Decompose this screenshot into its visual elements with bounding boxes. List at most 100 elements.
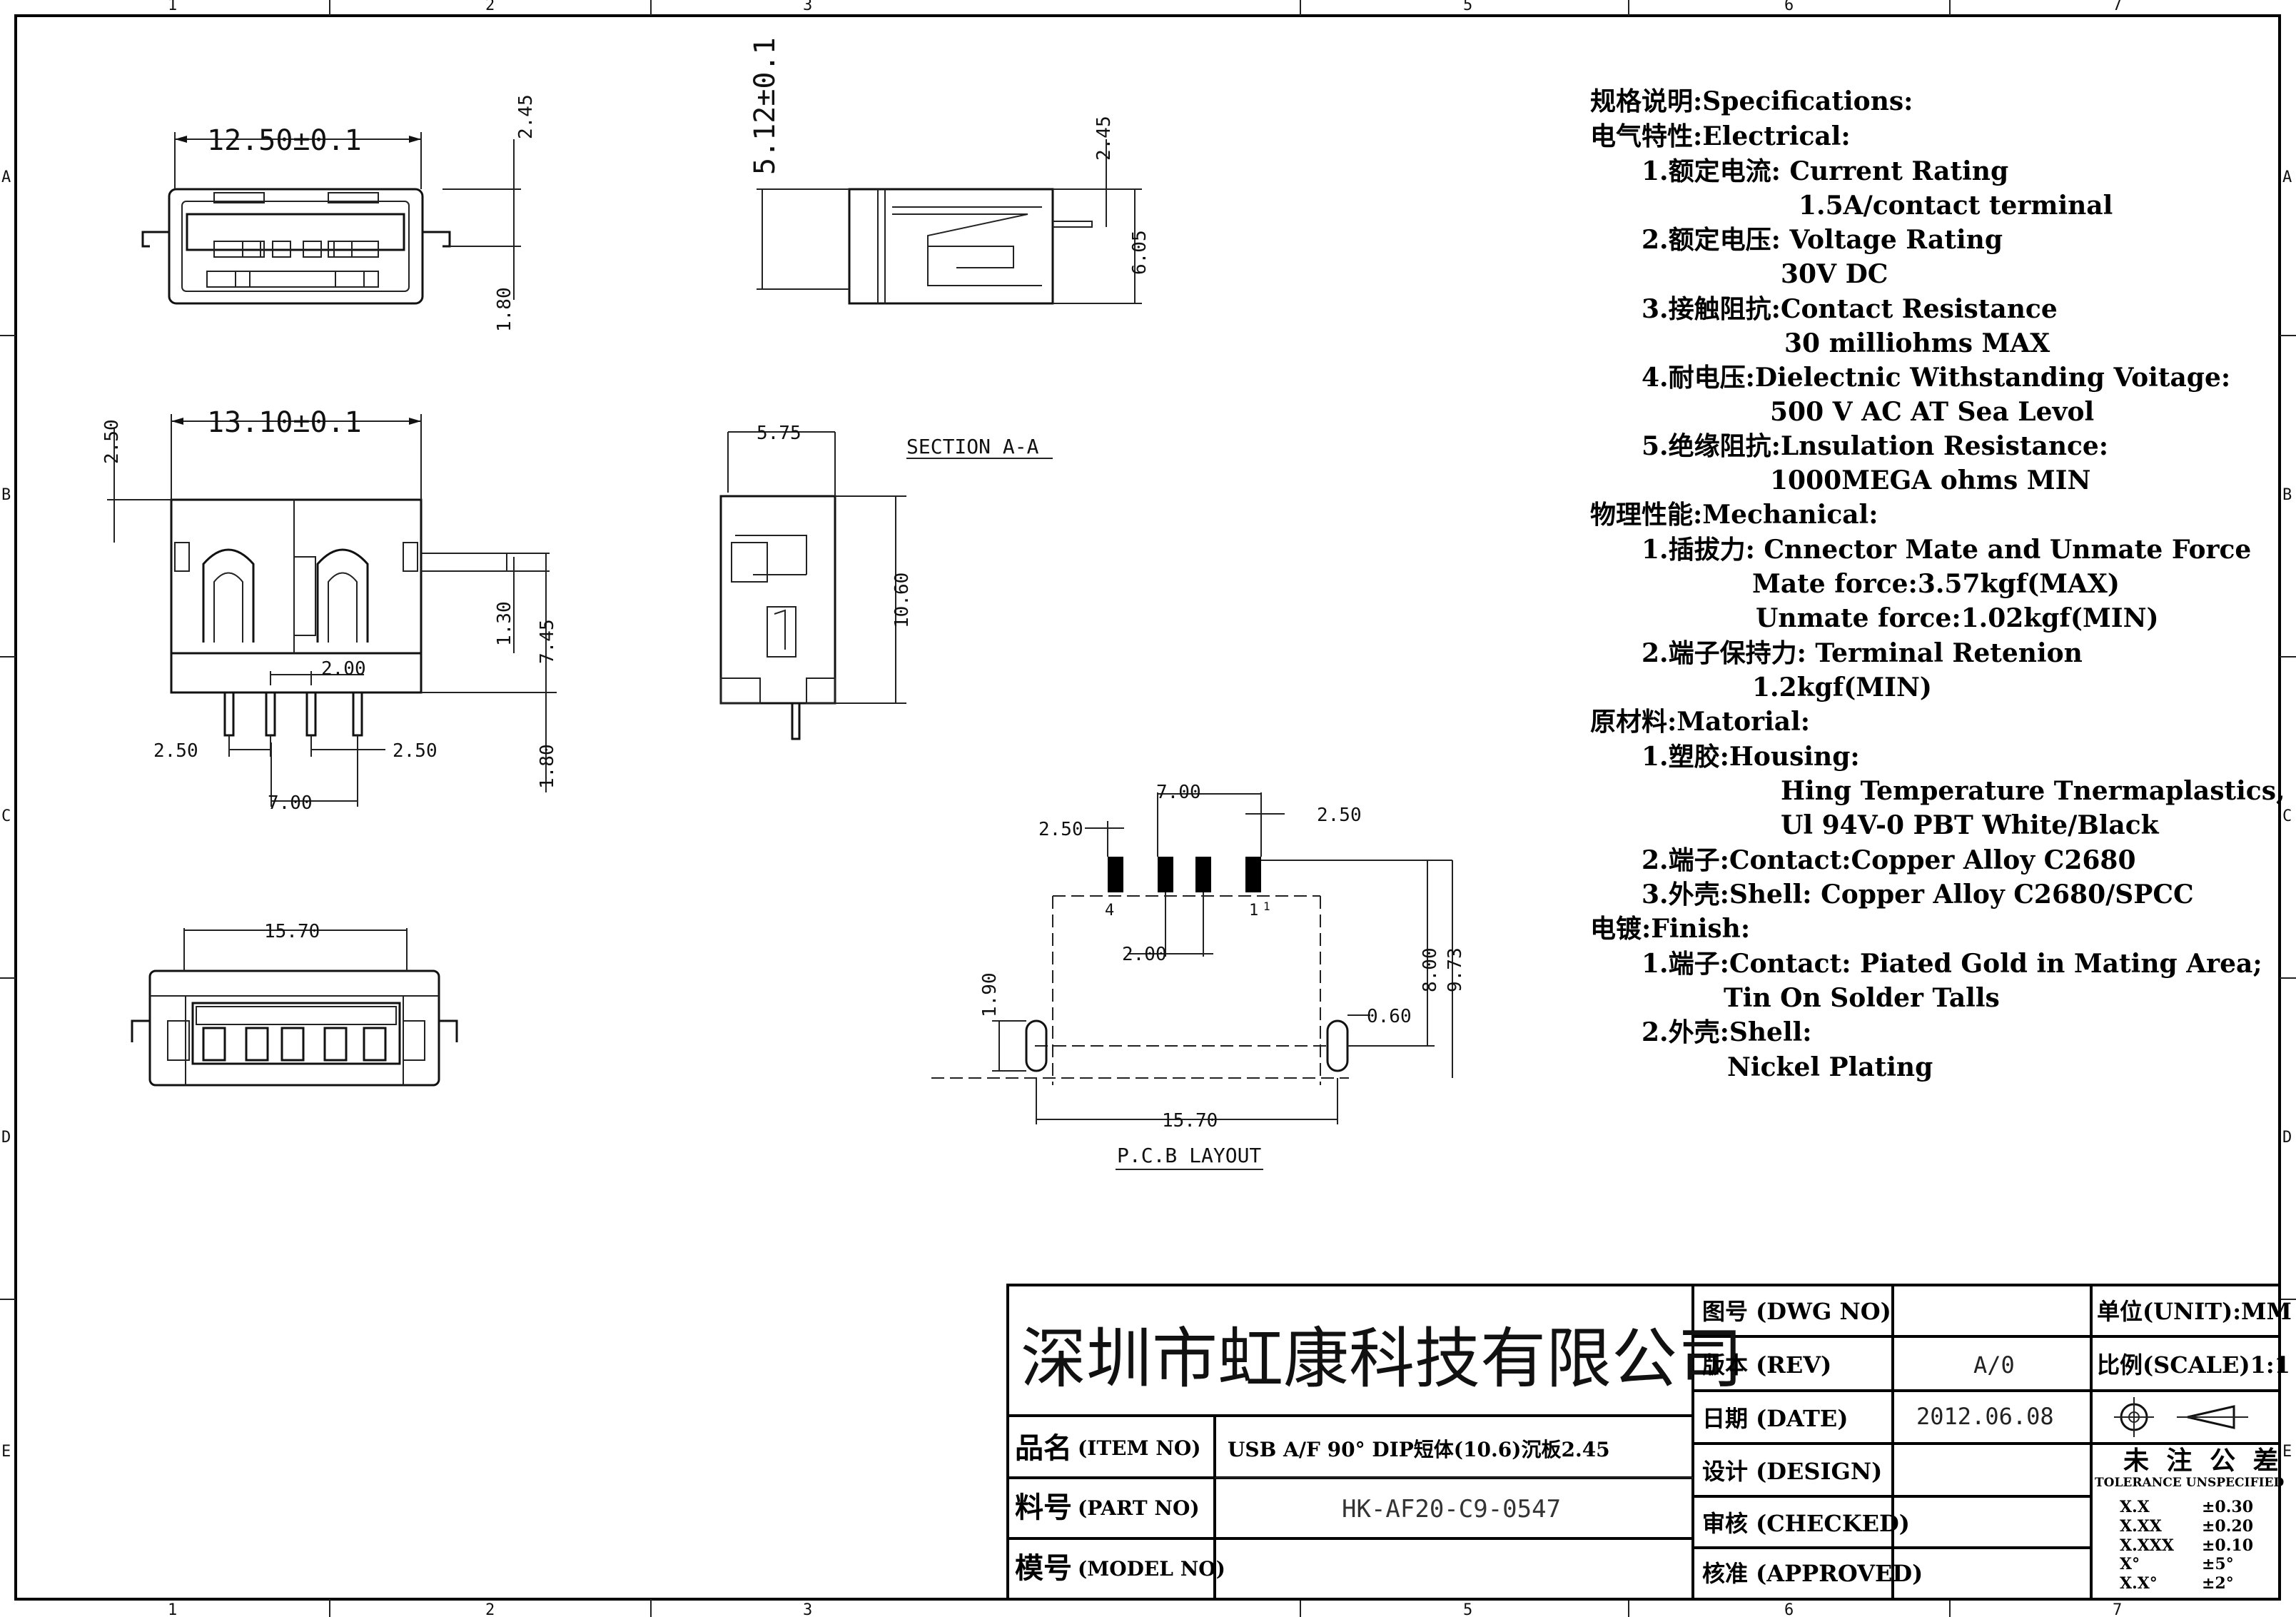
pin-label-right: 1 [1249,902,1258,920]
tolerance-key: X.XX [2120,1517,2163,1536]
ruler-label: B [2282,486,2292,504]
ruler-label: 1 [168,0,177,14]
ruler-label: C [1,807,11,825]
spec-line: 1.端子:Contact: Piated Gold in Mating Area… [1642,949,2262,979]
ruler-label: 7 [2113,1601,2122,1617]
spec-line: 3.接触阻抗:Contact Resistance [1642,294,2058,324]
dim-pcb-depth1: 8.00 [1420,947,1441,992]
pcb-pad [1108,857,1123,892]
spec-line: 2.端子保持力: Terminal Retenion [1642,638,2083,668]
tolerance-value: ±0.10 [2202,1536,2253,1555]
tolerance-key: X° [2120,1555,2140,1573]
dim-pcb-depth2: 9.73 [1445,947,1466,992]
ruler-label: E [2282,1443,2292,1461]
dwg-no-label: 图号 (DWG NO) [1702,1298,1891,1325]
tolerance-sub: TOLERANCE UNSPECIFIED [2095,1476,2284,1490]
pcb-slot [1025,1019,1048,1072]
dim-pcb-pitch-mid: 2.00 [1122,944,1167,965]
spec-line: 1.额定电流: Current Rating [1642,156,2008,186]
dim-top-d4: 1.80 [537,744,558,789]
dim-front-width: 12.50±0.1 [207,124,362,157]
title-block: 深圳市虹康科技有限公司 品名 (ITEM NO) USB A/F 90° DIP… [1006,1284,2292,1601]
part-no-en: (PART NO) [1078,1496,1200,1520]
dim-top-d2: 1.30 [494,601,515,646]
spec-line: Mate force:3.57kgf(MAX) [1752,569,2120,599]
dim-top-pitch-right: 2.50 [393,740,438,762]
side-view: 5.12±0.1 2.45 6.05 [749,37,1150,305]
ruler-left: A B C D E [0,168,16,1461]
pcb-pad [1195,857,1211,892]
dim-side-h1: 2.45 [1093,116,1115,161]
dim-section-height: 10.60 [891,573,913,628]
unit-label: 单位(UNIT):MM [2097,1298,2292,1325]
spec-line: 原材料:Matorial: [1590,707,1810,737]
spec-line: 规格说明:Specifications: [1590,86,1913,116]
rev-value: A/0 [1973,1351,2015,1379]
section-view: 5.75 10.60 SECTION A-A [719,423,1053,740]
dim-front-h1: 2.45 [515,94,537,139]
spec-line: 1.5A/contact terminal [1799,191,2113,221]
spec-line: 1.塑胶:Housing: [1642,742,1860,772]
tolerance-value: ±5° [2202,1555,2234,1573]
ruler-label: D [2282,1129,2292,1147]
model-no-en: (MODEL NO) [1078,1557,1225,1581]
dim-top-d1: 2.50 [101,419,123,464]
pcb-slot [1326,1019,1349,1072]
tolerance-key: X.XXX [2120,1536,2175,1555]
pin-label-right-sup: 1 [1263,900,1270,913]
design-label: 设计 (DESIGN) [1702,1458,1882,1485]
tolerance-key: X.X [2120,1498,2150,1516]
spec-line: 5.绝缘阻抗:Lnsulation Resistance: [1642,431,2108,461]
spec-line: Nickel Plating [1727,1052,1933,1082]
date-value: 2012.06.08 [1916,1403,2054,1430]
company-name: 深圳市虹康科技有限公司 [1021,1321,1743,1397]
item-no-en: (ITEM NO) [1078,1436,1201,1460]
part-no-value: HK-AF20-C9-0547 [1342,1495,1561,1523]
dim-side-depth: 5.12±0.1 [749,37,782,175]
spec-line: 1.2kgf(MIN) [1752,673,1932,702]
spec-line: 30 milliohms MAX [1784,328,2050,358]
ruler-label: 3 [803,1601,812,1617]
ruler-bottom: 1 2 3 5 6 7 [168,1599,2122,1617]
item-no-label: 品名 [1015,1431,1072,1465]
dim-bottom-width: 15.70 [264,921,320,942]
ruler-label: C [2282,807,2292,825]
dim-section-width: 5.75 [757,423,801,444]
model-no-label: 模号 [1015,1551,1072,1585]
spec-line: Hing Temperature Tnermaplastics, [1781,776,2285,806]
front-view: 12.50±0.1 2.45 1.80 [141,94,537,332]
ruler-label: E [1,1443,11,1461]
tolerance-value: ±0.20 [2202,1517,2253,1536]
spec-line: 2.端子:Contact:Copper Alloy C2680 [1642,845,2136,875]
pcb-pad [1245,857,1261,892]
ruler-label: 1 [168,1601,177,1617]
ruler-label: 6 [1784,0,1794,14]
spec-line: 1000MEGA ohms MIN [1770,465,2090,495]
ruler-label: 5 [1463,0,1472,14]
ruler-label: D [1,1129,11,1147]
date-label: 日期 (DATE) [1702,1405,1848,1432]
ruler-right: A B C D E [2280,168,2296,1461]
dim-pcb-slot-w: 0.60 [1367,1006,1412,1027]
pcb-label: P.C.B LAYOUT [1117,1144,1261,1167]
dim-pcb-pitch-left: 2.50 [1038,819,1083,840]
tolerance-value: ±0.30 [2202,1498,2253,1516]
dim-side-h2: 6.05 [1129,230,1150,275]
dim-top-width: 13.10±0.1 [207,406,362,439]
spec-line: Ul 94V-0 PBT White/Black [1781,810,2160,840]
spec-line: 4.耐电压:Dielectnic Withstanding Voitage: [1642,363,2230,393]
dim-top-pitch-center: 2.00 [321,658,366,680]
spec-line: 1.插拔力: Cnnector Mate and Unmate Force [1642,535,2251,565]
spec-line: Unmate force:1.02kgf(MIN) [1756,603,2159,633]
item-no-value: USB A/F 90° DIP短体(10.6)沉板2.45 [1228,1438,1610,1461]
ruler-label: 5 [1463,1601,1472,1617]
spec-list: 规格说明:Specifications: 电气特性:Electrical: 1.… [1590,86,2285,1082]
dim-pcb-slot-h: 1.90 [979,972,1001,1017]
pcb-pad [1158,857,1173,892]
spec-line: 3.外壳:Shell: Copper Alloy C2680/SPCC [1642,880,2194,910]
spec-line: 物理性能:Mechanical: [1590,500,1878,530]
ruler-label: 2 [485,1601,495,1617]
pin-label-left: 4 [1105,902,1114,920]
checked-label: 审核 (CHECKED) [1702,1510,1910,1537]
